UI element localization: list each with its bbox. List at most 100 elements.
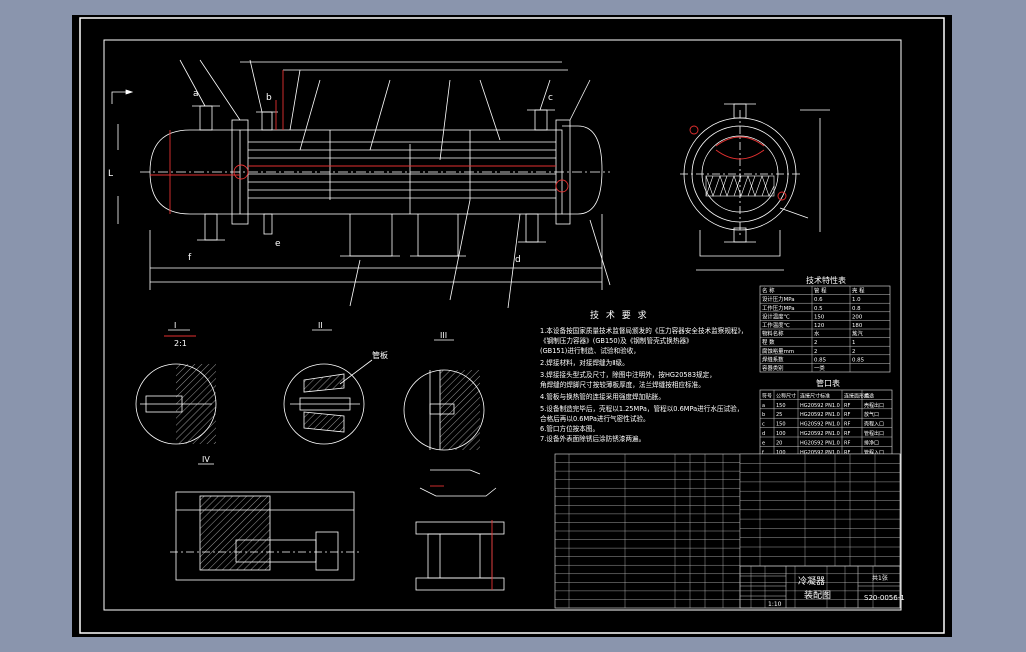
label-f: f [188,253,192,263]
detail-red [164,335,493,590]
detail-circle-1 [135,329,217,445]
parts-list-upper [739,453,901,567]
table-cell: RF [844,403,850,409]
table-cell: 程 数 [762,338,775,346]
table-cell: 管程出口 [864,430,884,437]
table-cell: 放气口 [864,411,879,418]
table-cell: 180 [852,323,863,329]
table-cell: a [762,403,765,409]
table-cell: 容器类别 [762,364,784,372]
table-cell: 1.0 [852,297,861,303]
detail-circle-3 [403,339,485,451]
table-cell: 壳程出口 [864,402,884,409]
tech-req-line: 角焊缝的焊脚尺寸按较薄板厚度，法兰焊缝按相应标准。 [540,380,705,389]
nozzle-table-title: 管口表 [816,378,840,388]
label-b: b [266,93,272,103]
table-cell: 管程入口 [864,449,884,456]
table-cell: 蒸汽 [852,330,863,338]
table-cell: 壳程入口 [864,421,884,428]
tech-req-line: 4.管板与换热管的连接采用强度焊加贴胀。 [540,392,665,401]
table-cell: e [762,440,765,446]
table-cell: 100 [776,450,786,456]
tech-req-line: 2.焊接材料，对接焊缝为Ⅱ级。 [540,358,629,367]
table-cell: 排净口 [864,439,879,446]
table-cell: 设计压力MPa [762,295,795,303]
inner-frame [103,39,902,611]
table-cell: d [762,431,765,437]
table-cell: 150 [776,422,786,428]
main-elevation-view [140,59,611,309]
table-header-cell: 符号 [762,392,772,399]
end-view-red [689,125,787,201]
table-cell: 物料名称 [762,330,784,338]
table-header-cell: 管 程 [814,287,827,295]
title-drawing-no: S20-0056-1 [864,594,905,602]
table-cell: 0.85 [814,357,826,363]
tech-requirements: 技 术 要 求 1.本设备按国家质量技术监督局颁发的《压力容器安全技术监察规程》… [540,309,747,443]
detail-saddle [415,469,505,591]
table-cell: HG20592 PN1.0 [800,422,840,428]
table-cell: 焊缝系数 [762,355,784,363]
table-cell: 0.8 [852,306,861,312]
table-cell: f [762,450,764,456]
table-cell: RF [844,450,850,456]
table-cell: 20 [776,440,782,446]
view-arrow-A [111,89,134,224]
label-L: L [108,169,113,179]
title-block: 冷凝器 装配图 S20-0056-1 1:10 共1张 [739,565,905,609]
table-header-cell: 连接面形式 [844,392,869,399]
table-cell: HG20592 PN1.0 [800,450,840,456]
tech-req-line: 1.本设备按国家质量技术监督局颁发的《压力容器安全技术监察规程》， [540,326,747,335]
detail-bolted-joint [170,463,360,581]
table-cell: 0.85 [852,357,864,363]
table-cell: 水 [814,330,820,338]
table-cell: 1 [852,340,855,346]
tech-req-line: 合格后再以0.6MPa进行气密性试验。 [540,414,650,423]
table-cell: 100 [776,431,786,437]
table-cell: c [762,422,765,428]
label-c: c [548,93,553,103]
tech-req-line: 7.设备外表面除锈后涂防锈漆两遍。 [540,434,645,443]
tech-req-line: 6.管口方位按本图。 [540,424,599,433]
tech-req-title: 技 术 要 求 [590,309,649,321]
detail-label-1: I [174,321,176,330]
detail-label-2: II [318,321,323,330]
table-header-cell: 名 称 [762,287,775,295]
table-cell: RF [844,412,850,418]
detail-scale-1: 2:1 [174,339,187,348]
end-view [680,103,830,271]
detail-labels: I II III IV 2:1 管板 [174,321,447,464]
table-cell: 设计温度℃ [762,312,790,320]
title-name-line1: 冷凝器 [798,575,825,587]
detail-part-name: 管板 [372,350,388,360]
table-cell: 一类 [814,364,825,372]
table-header-cell: 公称尺寸 [776,392,796,399]
tube-bundle-hatch [705,175,775,197]
label-e: e [275,239,281,249]
table-header-cell: 用途 [864,392,874,399]
table-cell: 2 [814,340,817,346]
title-scale: 1:10 [768,601,782,608]
table-cell: 120 [814,323,825,329]
detail-label-3: III [440,331,447,340]
table-cell: 150 [776,403,786,409]
table-cell: 工作压力MPa [762,304,795,312]
outer-frame [79,17,945,634]
table-cell: 2 [852,349,855,355]
table-cell: 腐蚀裕量mm [762,347,794,355]
tech-req-line: 5.设备制造完毕后，壳程以1.25MPa，管程以0.6MPa进行水压试验， [540,404,743,413]
nozzle-labels: a b c d e f L [108,89,553,265]
table-cell: 200 [852,314,863,320]
table-cell: HG20592 PN1.0 [800,403,840,409]
table-cell: 工作温度℃ [762,321,790,329]
title-name-line2: 装配图 [804,589,831,601]
table-cell: 0.5 [814,306,823,312]
tech-table-title: 技术特性表 [806,275,846,285]
table-cell: RF [844,422,850,428]
table-cell: 150 [814,314,825,320]
table-cell: HG20592 PN1.0 [800,412,840,418]
parts-list-table [554,453,901,609]
label-d: d [515,255,521,265]
